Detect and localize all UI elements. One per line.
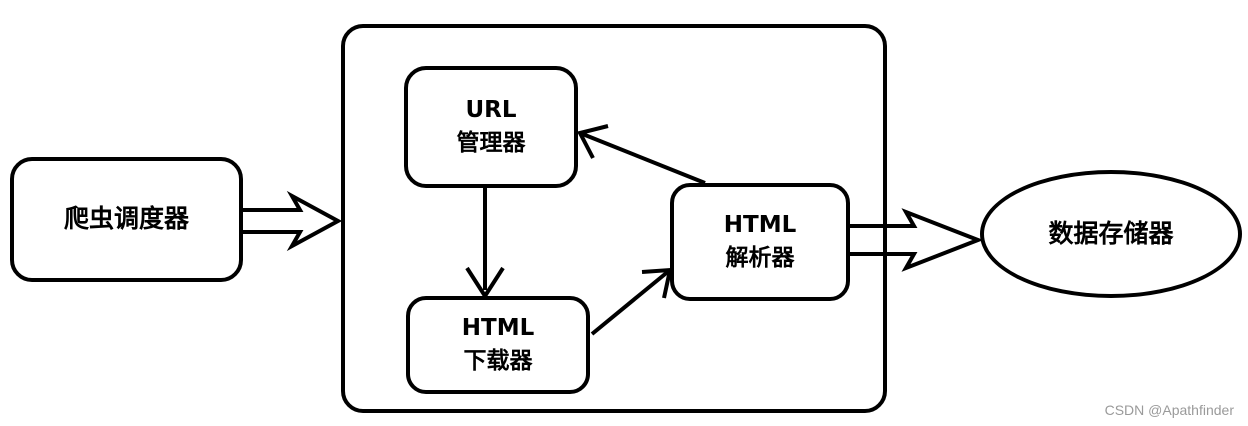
html-parser-node: HTML 解析器 [670, 183, 850, 301]
html-parser-label-line2: 解析器 [725, 245, 795, 271]
url-to-downloader-arrow [465, 178, 505, 300]
url-manager-label-line2: 管理器 [456, 130, 526, 156]
html-downloader-node: HTML 下载器 [406, 296, 590, 394]
html-downloader-label-line2: 下载器 [463, 348, 533, 374]
parser-to-url-arrow [577, 124, 706, 185]
watermark-text: CSDN @Apathfinder [1104, 402, 1234, 418]
downloader-to-parser-arrow [590, 267, 673, 336]
crawler-scheduler-label: 爬虫调度器 [63, 204, 189, 234]
parser-to-storage-arrow [850, 208, 984, 272]
url-manager-node: URL 管理器 [404, 66, 578, 188]
data-storage-label: 数据存储器 [1048, 218, 1174, 248]
html-parser-label-line1: HTML [723, 211, 797, 238]
scheduler-to-core-arrow [243, 190, 343, 252]
core-module-container [341, 24, 887, 413]
data-storage-node: 数据存储器 [980, 170, 1242, 298]
crawler-scheduler-node: 爬虫调度器 [10, 157, 243, 282]
html-downloader-label-line1: HTML [461, 314, 535, 341]
url-manager-label-line1: URL [465, 96, 517, 123]
